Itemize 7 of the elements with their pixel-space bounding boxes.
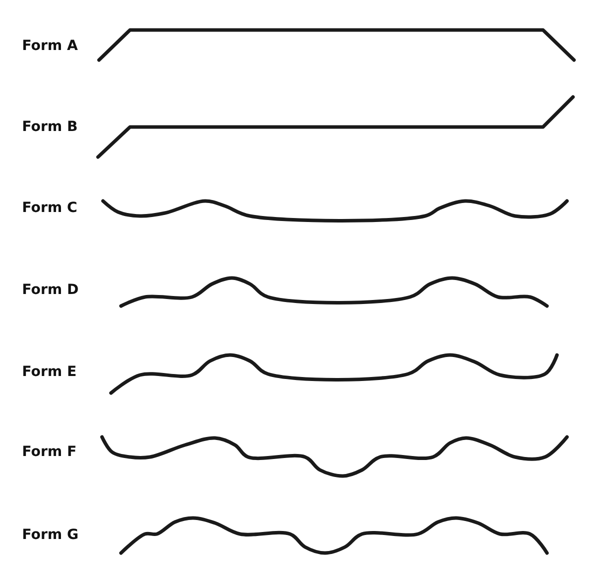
form-label: Form A	[22, 38, 78, 54]
form-label: Form F	[22, 444, 77, 460]
form-label: Form G	[22, 527, 78, 543]
form-label: Form E	[22, 364, 77, 380]
form-label: Form B	[22, 119, 78, 135]
form-label: Form D	[22, 282, 79, 298]
form-label: Form C	[22, 200, 78, 216]
